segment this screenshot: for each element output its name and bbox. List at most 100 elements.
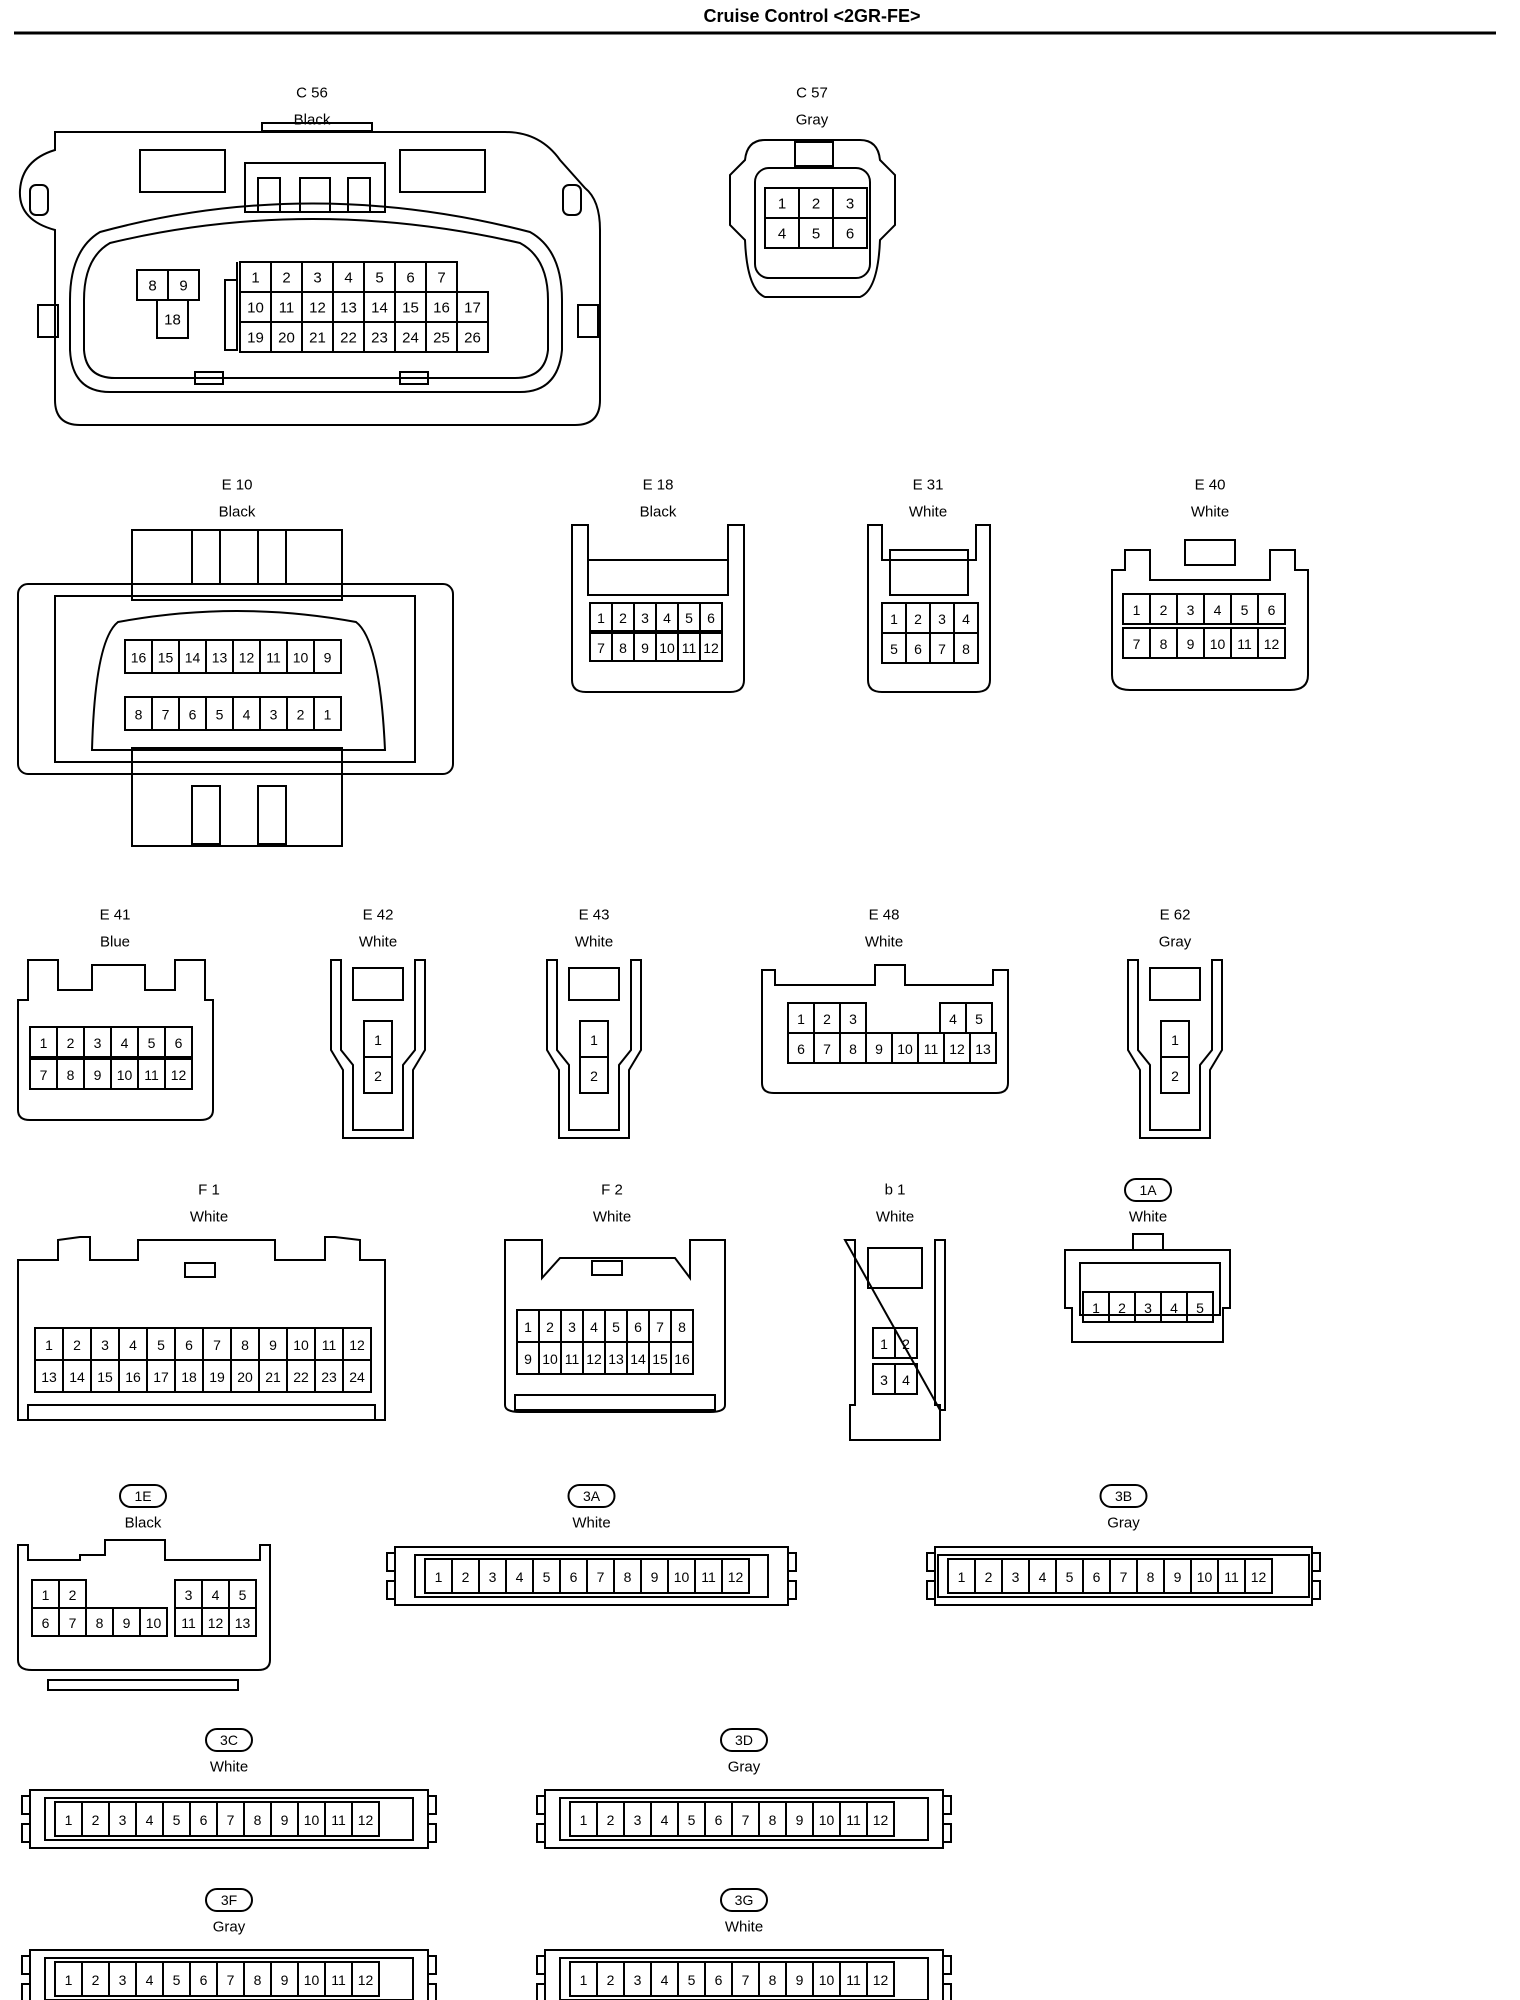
housing-outline — [942, 1955, 952, 1975]
pin-number: 2 — [985, 1569, 993, 1585]
pin-number: 6 — [914, 641, 922, 657]
pin-number: 5 — [612, 1319, 620, 1335]
pin-number: 7 — [162, 707, 170, 723]
pin-number: 2 — [1160, 602, 1168, 618]
connector-color: White — [865, 934, 903, 951]
pin-number: 2 — [462, 1569, 470, 1585]
pin-number: 4 — [1039, 1569, 1047, 1585]
pin-number: 3 — [849, 1011, 857, 1027]
pin-number: 11 — [266, 650, 281, 666]
page-title: Cruise Control <2GR-FE> — [703, 6, 920, 26]
pin-number: 10 — [293, 1337, 309, 1353]
pin-number: 5 — [1241, 602, 1249, 618]
housing-outline — [191, 785, 221, 845]
housing-outline — [44, 1957, 414, 2000]
pin-number: 6 — [200, 1812, 208, 1828]
pin-number: 5 — [239, 1587, 247, 1603]
connector-id: 3D — [735, 1732, 753, 1748]
pin-number: 9 — [875, 1041, 883, 1057]
housing-outline — [427, 1955, 437, 1975]
pin-number: 9 — [524, 1351, 532, 1367]
pin-number: 2 — [297, 707, 305, 723]
connector-color: Gray — [1107, 1515, 1140, 1532]
pin-number: 1 — [1133, 602, 1141, 618]
pin-number: 4 — [1214, 602, 1222, 618]
housing-outline — [90, 610, 387, 751]
pin-number: 12 — [873, 1812, 889, 1828]
pin-number: 3 — [938, 611, 946, 627]
housing-outline — [587, 559, 729, 596]
pin-number: 5 — [148, 1035, 156, 1051]
pin-number: 8 — [619, 640, 627, 656]
connector-color: White — [210, 1759, 248, 1776]
pin-number: 8 — [1147, 1569, 1155, 1585]
pin-number: 2 — [1171, 1068, 1179, 1084]
pin-number: 3 — [568, 1319, 576, 1335]
housing-outline — [21, 1955, 31, 1975]
pin-number: 3 — [634, 1972, 642, 1988]
pin-number: 7 — [227, 1972, 235, 1988]
pin-number: 12 — [358, 1812, 374, 1828]
pin-number: 9 — [796, 1812, 804, 1828]
pin-number: 1 — [435, 1569, 443, 1585]
pin-cell — [953, 632, 979, 664]
pin-number: 16 — [125, 1369, 141, 1385]
pin-number: 6 — [42, 1615, 50, 1631]
pin-number: 23 — [371, 330, 388, 347]
housing-outline — [754, 167, 871, 279]
housing-outline — [867, 1247, 923, 1289]
pin-number: 1 — [251, 270, 259, 287]
housing-outline — [299, 177, 331, 213]
pin-number: 2 — [374, 1068, 382, 1084]
housing-outline — [330, 959, 426, 1139]
connector-id-box — [567, 1484, 616, 1508]
connector-color: Gray — [1159, 934, 1192, 951]
pin-number: 3 — [641, 610, 649, 626]
housing-outline — [514, 1394, 716, 1411]
pin-number: 10 — [897, 1041, 913, 1057]
connector-color: White — [1129, 1209, 1167, 1226]
pin-number: 9 — [1174, 1569, 1182, 1585]
connector-color: Gray — [213, 1919, 246, 1936]
pin-number: 2 — [73, 1337, 81, 1353]
pin-number: 8 — [769, 1972, 777, 1988]
pin-number: 13 — [975, 1041, 991, 1057]
pin-number: 22 — [340, 330, 357, 347]
pin-number: 13 — [235, 1615, 251, 1631]
pin-number: 8 — [254, 1972, 262, 1988]
pin-number: 1 — [524, 1319, 532, 1335]
pin-number: 7 — [597, 1569, 605, 1585]
housing-outline — [591, 1260, 623, 1276]
pin-number: 2 — [92, 1972, 100, 1988]
pin-number: 10 — [293, 650, 309, 666]
housing-outline — [942, 1795, 952, 1815]
pin-number: 4 — [1170, 1300, 1178, 1316]
pin-number: 7 — [437, 270, 445, 287]
housing-outline — [131, 747, 343, 847]
housing-outline — [1311, 1552, 1321, 1572]
pin-number: 3 — [119, 1812, 127, 1828]
pin-number: 6 — [189, 707, 197, 723]
housing-outline — [17, 1236, 386, 1421]
pin-number: 20 — [237, 1369, 253, 1385]
housing-outline — [787, 1580, 797, 1600]
pin-number: 4 — [121, 1035, 129, 1051]
pin-number: 1 — [590, 1032, 598, 1048]
housing-outline — [926, 1580, 936, 1600]
pin-number: 8 — [1160, 636, 1168, 652]
pin-number: 5 — [543, 1569, 551, 1585]
pin-number: 8 — [624, 1569, 632, 1585]
connector-id: E 43 — [579, 907, 610, 924]
connector-color: Blue — [100, 934, 130, 951]
housing-outline — [414, 1554, 769, 1598]
pin-cell — [228, 1607, 257, 1637]
housing-outline — [131, 529, 343, 601]
pin-number: 12 — [703, 640, 719, 656]
pin-number: 9 — [179, 278, 187, 295]
connector-id: C 57 — [796, 85, 828, 102]
